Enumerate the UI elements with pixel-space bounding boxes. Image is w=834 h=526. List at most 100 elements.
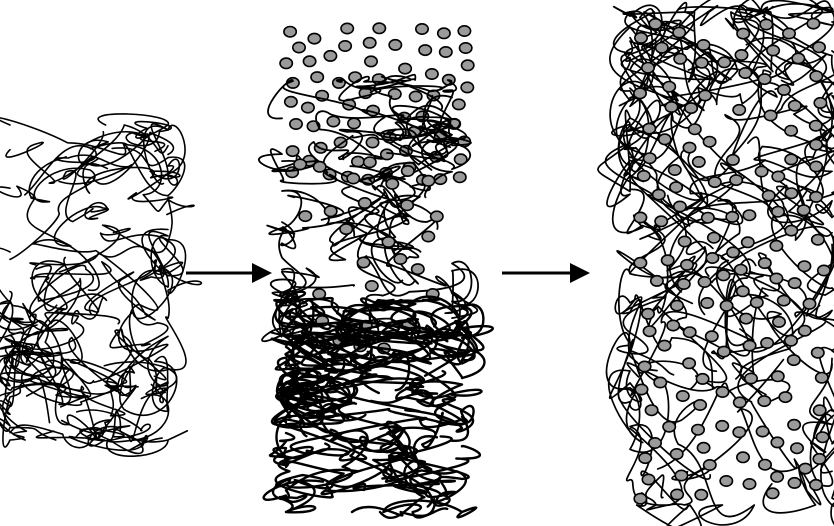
particle	[789, 101, 801, 111]
particle	[389, 40, 401, 50]
particle	[643, 123, 655, 133]
particle	[772, 171, 784, 181]
particle	[683, 142, 695, 152]
particle	[454, 172, 466, 182]
particle	[812, 235, 824, 245]
particle	[735, 265, 747, 275]
particle	[785, 126, 797, 136]
polymer-chain	[89, 260, 186, 415]
particle	[742, 237, 754, 247]
particle	[663, 422, 675, 432]
particle	[743, 479, 755, 489]
particle	[357, 257, 369, 267]
particle	[340, 224, 352, 234]
particle	[755, 166, 767, 176]
particle	[766, 488, 778, 498]
particle	[674, 54, 686, 64]
particle	[642, 474, 654, 484]
particle	[681, 260, 693, 270]
particle	[720, 476, 732, 486]
particle	[743, 340, 755, 350]
arrow-head	[252, 263, 272, 283]
particle	[453, 99, 465, 109]
particle	[339, 41, 351, 51]
particle	[382, 237, 394, 247]
particle	[709, 177, 721, 187]
particle	[683, 358, 695, 368]
particle	[772, 207, 784, 217]
particle	[720, 301, 732, 311]
particle	[727, 247, 739, 257]
particle	[696, 58, 708, 68]
particle	[684, 327, 696, 337]
particle	[642, 62, 654, 72]
particle	[426, 69, 438, 79]
particle	[634, 258, 646, 268]
particle	[662, 255, 674, 265]
particle	[812, 348, 824, 358]
particle	[694, 400, 706, 410]
particle	[704, 460, 716, 470]
particle	[759, 460, 771, 470]
particle	[634, 494, 646, 504]
particle	[814, 405, 826, 415]
particle	[756, 426, 768, 436]
particle	[440, 47, 452, 57]
particle	[638, 361, 650, 371]
particle	[734, 397, 746, 407]
particle	[737, 286, 749, 296]
particle	[779, 392, 791, 402]
particle	[733, 427, 745, 437]
particle	[290, 119, 302, 129]
particle	[788, 478, 800, 488]
particle	[658, 340, 670, 350]
particle	[764, 110, 776, 120]
particle	[366, 137, 378, 147]
particle	[667, 320, 679, 330]
particle	[412, 264, 424, 274]
particle	[716, 421, 728, 431]
particle	[461, 82, 473, 92]
particle	[810, 480, 822, 490]
particle	[645, 405, 657, 415]
particle	[699, 90, 711, 100]
particle	[365, 56, 377, 66]
particle	[347, 173, 359, 183]
particle	[816, 373, 828, 383]
particle	[692, 425, 704, 435]
particle	[758, 74, 770, 84]
particle	[438, 28, 450, 38]
particle	[789, 278, 801, 288]
particle	[717, 270, 729, 280]
particle	[733, 105, 745, 115]
particle	[364, 157, 376, 167]
particle	[701, 298, 713, 308]
particle	[785, 336, 797, 346]
particle	[810, 192, 822, 202]
particle	[735, 50, 747, 60]
particle	[653, 189, 665, 199]
particle	[314, 162, 326, 172]
particle	[643, 326, 655, 336]
particle	[737, 28, 749, 38]
particle	[286, 146, 298, 156]
arrow-stage-2-to-3	[502, 263, 590, 283]
particle	[697, 40, 709, 50]
particle	[718, 57, 730, 67]
particle	[739, 68, 751, 78]
particle	[791, 443, 803, 453]
particle	[651, 276, 663, 286]
stage-2-partially-filled-chains	[259, 23, 493, 518]
particle	[803, 299, 815, 309]
particle	[751, 297, 763, 307]
arrow-stage-1-to-2	[186, 263, 272, 283]
particle	[706, 253, 718, 263]
particle	[366, 281, 378, 291]
particle	[798, 261, 810, 271]
particle	[767, 45, 779, 55]
particle	[727, 155, 739, 165]
particle	[348, 118, 360, 128]
particle	[698, 277, 710, 287]
